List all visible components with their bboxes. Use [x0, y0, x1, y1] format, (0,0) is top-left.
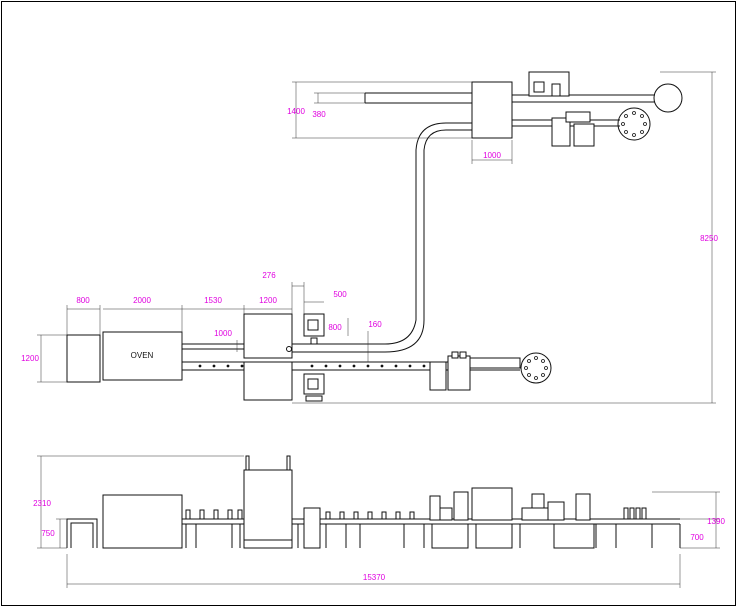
- dim-750: 750: [41, 529, 55, 538]
- dim-380: 380: [312, 110, 326, 119]
- top-rotary-table: [653, 83, 683, 113]
- dim-160: 160: [368, 320, 382, 329]
- elevation-view: 2310 750 1390 700 15370: [33, 455, 725, 588]
- infeed-box: [66, 334, 101, 383]
- oven-elevation: [102, 494, 183, 549]
- dim-1400: 1400: [287, 107, 305, 116]
- top-cooler-box: [471, 81, 513, 139]
- dim-1390: 1390: [707, 517, 725, 526]
- dim-1200-height: 1200: [21, 354, 39, 363]
- lower-rotary-table: [520, 352, 552, 384]
- cooler-upper-box: [243, 313, 293, 359]
- dim-1000-gap: 1000: [214, 329, 232, 338]
- dim-500: 500: [333, 290, 347, 299]
- dim-800-infeed: 800: [76, 296, 90, 305]
- dim-276: 276: [262, 271, 276, 280]
- dim-1530: 1530: [204, 296, 222, 305]
- dim-2310: 2310: [33, 499, 51, 508]
- filler-elevation: [471, 487, 513, 521]
- oven-label: OVEN: [131, 351, 154, 360]
- oven-box: [102, 331, 183, 381]
- dim-15370: 15370: [363, 573, 386, 582]
- dim-8250: 8250: [700, 234, 718, 243]
- dim-1000-top: 1000: [483, 151, 501, 160]
- dim-800-panel: 800: [328, 323, 342, 332]
- plan-view: OVEN: [21, 71, 718, 404]
- conveyor-rollers: [198, 364, 426, 368]
- dim-2000-oven: 2000: [133, 296, 151, 305]
- dim-1200-cooler: 1200: [259, 296, 277, 305]
- mid-rotary-table: [617, 107, 651, 141]
- cooler-lower-box: [243, 361, 293, 401]
- cooler-elevation: [243, 469, 293, 549]
- dim-700: 700: [690, 533, 704, 542]
